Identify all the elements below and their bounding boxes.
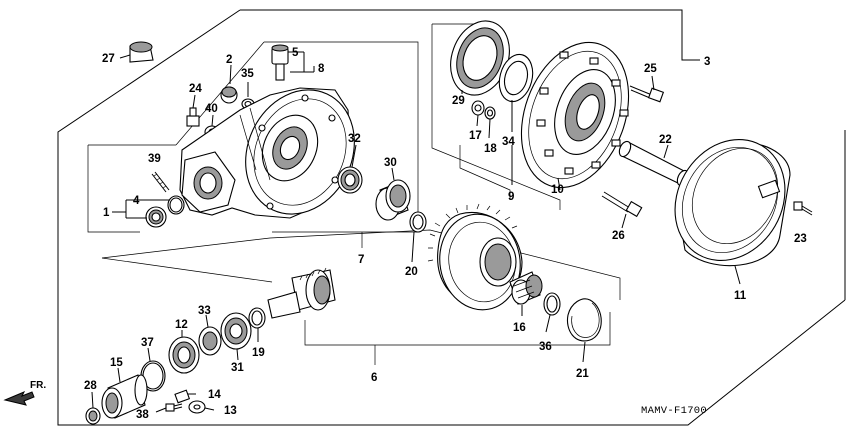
- callout-1: 1: [103, 207, 110, 219]
- bearing-part-12: [168, 330, 200, 374]
- callout-37: 37: [141, 337, 154, 349]
- nut-part-13: [188, 400, 215, 414]
- washer-part-18: [484, 106, 496, 139]
- callout-23: 23: [794, 233, 807, 245]
- leader-lines-1-4: [112, 199, 170, 219]
- callout-30: 30: [384, 157, 397, 169]
- bolt-part-26: [601, 191, 643, 229]
- washer-part-17: [471, 100, 485, 127]
- callout-3: 3: [704, 56, 710, 68]
- callout-34: 34: [502, 136, 515, 148]
- callout-24: 24: [189, 83, 202, 95]
- final-drive-gear-case: [179, 87, 355, 219]
- callout-22: 22: [659, 134, 672, 146]
- callout-35: 35: [241, 68, 254, 80]
- callout-14: 14: [208, 389, 221, 401]
- brake-drum-part-11: [674, 139, 791, 285]
- oil-seal-part-1: [145, 206, 167, 228]
- callout-5: 5: [292, 47, 299, 59]
- bearing-part-33: [198, 314, 222, 356]
- shim-part-19: [248, 307, 266, 342]
- callout-28: 28: [84, 380, 97, 392]
- shim-part-20: [409, 211, 427, 263]
- callout-7: 7: [358, 254, 364, 266]
- callout-labels: 1 2 3 4 5 6 7 8 9 10 11 12 13 14 15 16 1…: [84, 47, 807, 421]
- driven-flange-part-10: [520, 41, 630, 191]
- callout-25: 25: [644, 63, 657, 75]
- callout-2: 2: [226, 54, 232, 66]
- callout-39: 39: [148, 153, 161, 165]
- misc-leader-lines: [313, 59, 700, 72]
- ring-gear: [427, 203, 523, 311]
- callout-36: 36: [539, 341, 552, 353]
- bolt-part-38: [155, 403, 183, 413]
- callout-27: 27: [102, 53, 115, 65]
- callout-19: 19: [252, 347, 265, 359]
- callout-26: 26: [612, 230, 625, 242]
- callout-9: 9: [508, 191, 514, 203]
- direction-label: FR.: [30, 380, 46, 391]
- callout-16: 16: [513, 322, 526, 334]
- callout-17: 17: [469, 130, 482, 142]
- callout-33: 33: [198, 305, 211, 317]
- bearing-part-30: [375, 167, 411, 221]
- callout-12: 12: [175, 319, 188, 331]
- assembly-box-7: [87, 41, 419, 248]
- callout-8: 8: [318, 63, 325, 75]
- callout-31: 31: [231, 362, 244, 374]
- callout-13: 13: [224, 405, 237, 417]
- plug-part-2: [220, 64, 238, 104]
- callout-11: 11: [734, 290, 747, 302]
- oil-seal-part-34: [498, 53, 534, 132]
- callout-38: 38: [136, 409, 149, 421]
- assembly-box-6: [101, 229, 621, 365]
- nut-part-14: [174, 389, 196, 404]
- stud-bolt-part-39: [151, 171, 170, 193]
- bolt-part-25: [629, 75, 665, 103]
- diagram-code: MAMV-F1700: [641, 405, 707, 417]
- callout-15: 15: [110, 357, 123, 369]
- shaft-part-22: [618, 140, 690, 187]
- bolt-part-23: [793, 201, 813, 216]
- callout-4: 4: [133, 195, 140, 207]
- coupling-part-15: [101, 367, 148, 419]
- breather-cap-part-5: [271, 44, 314, 81]
- front-direction-arrow: FR.: [3, 380, 46, 406]
- snap-ring-part-21: [566, 298, 602, 363]
- bearing-part-29: [450, 20, 510, 96]
- bolt-part-24: [186, 94, 200, 127]
- cap-part-28: [85, 391, 101, 425]
- callout-40: 40: [205, 103, 218, 115]
- callout-29: 29: [452, 95, 465, 107]
- callout-6: 6: [371, 372, 377, 384]
- callout-20: 20: [405, 266, 418, 278]
- pinion-gear: [267, 267, 336, 319]
- callout-32: 32: [348, 133, 361, 145]
- cap-nut-part-27: [119, 41, 154, 63]
- callout-18: 18: [484, 143, 497, 155]
- callout-21: 21: [576, 368, 589, 380]
- shim-part-36: [543, 292, 561, 333]
- bearing-part-32: [337, 144, 363, 194]
- bearing-part-31: [220, 312, 252, 361]
- callout-10: 10: [551, 184, 564, 196]
- o-ring-part-37: [140, 347, 166, 392]
- o-ring-part-4: [167, 195, 185, 215]
- spacer-part-16: [509, 271, 543, 316]
